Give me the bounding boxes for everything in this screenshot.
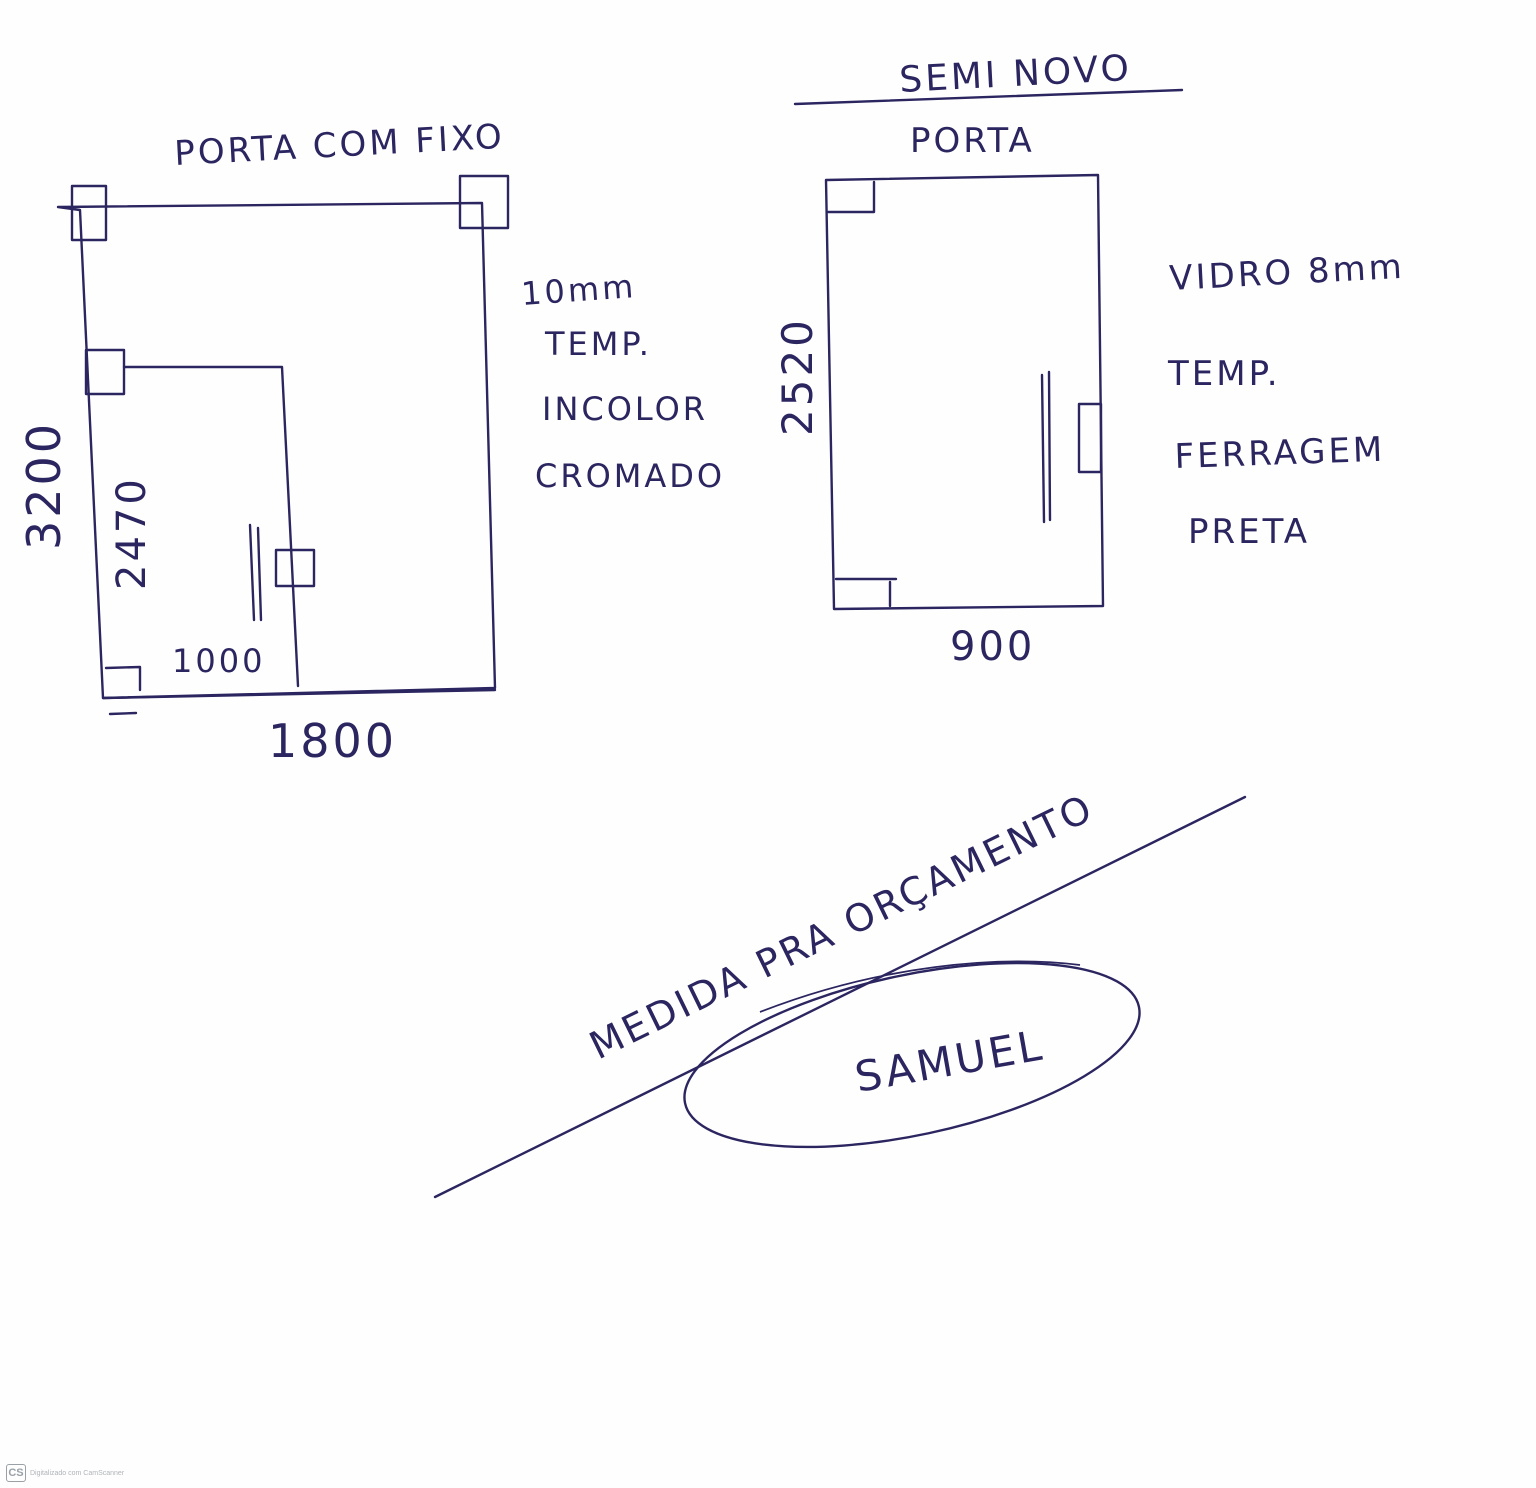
right-width-label: 900 <box>950 624 1035 670</box>
signature: SAMUEL <box>851 1020 1048 1101</box>
diagonal-line <box>433 795 1247 1199</box>
height-total-label: 3200 <box>17 421 71 550</box>
right-spec-4: PRETA <box>1188 512 1310 552</box>
hinge-top-right <box>458 174 510 230</box>
right-title: PORTA <box>910 121 1035 161</box>
outer-frame <box>56 201 497 700</box>
camscanner-logo-icon: CS <box>6 1464 26 1482</box>
signature-flourish <box>759 960 1081 1013</box>
floor-mark <box>108 711 138 716</box>
left-spec-4: CROMADO <box>535 457 725 495</box>
left-spec-2: TEMP. <box>544 325 652 363</box>
left-spec-3: INCOLOR <box>542 390 708 428</box>
door-outline <box>122 365 300 688</box>
height-door-label: 2470 <box>109 476 155 590</box>
note-area: MEDIDA PRA ORÇAMENTO SAMUEL <box>433 785 1247 1199</box>
width-total-label: 1800 <box>268 714 397 768</box>
hinge-mid-left <box>84 348 126 396</box>
header-underline <box>793 88 1184 106</box>
left-spec-1: 10mm <box>520 267 637 313</box>
camscanner-watermark: CS Digitalizado com CamScanner <box>6 1462 124 1484</box>
right-lock-box <box>1077 402 1103 474</box>
hinge-top-left <box>70 184 108 242</box>
right-spec-1: VIDRO 8mm <box>1168 247 1405 299</box>
left-drawing: PORTA COM FIXO 3200 2470 1000 1800 10mm <box>17 117 725 768</box>
watermark-text: Digitalizado com CamScanner <box>30 1469 125 1477</box>
right-drawing: SEMI NOVO PORTA 2520 900 VIDRO 8mm TEMP.… <box>773 48 1406 670</box>
left-title: PORTA COM FIXO <box>173 117 505 174</box>
right-spec-3: FERRAGEM <box>1174 430 1386 477</box>
hinge-bottom-left <box>104 665 142 692</box>
lock-box <box>274 548 316 588</box>
right-hinge-top <box>826 180 876 214</box>
right-door-frame <box>824 173 1105 611</box>
right-door-handle <box>1040 370 1052 524</box>
right-height-label: 2520 <box>773 317 822 436</box>
right-spec-2: TEMP. <box>1167 354 1281 394</box>
right-hinge-bottom <box>834 577 898 608</box>
bottom-edge <box>101 688 497 700</box>
width-door-label: 1000 <box>172 642 265 680</box>
signature-ellipse <box>683 961 1141 1149</box>
door-handle <box>248 523 263 622</box>
